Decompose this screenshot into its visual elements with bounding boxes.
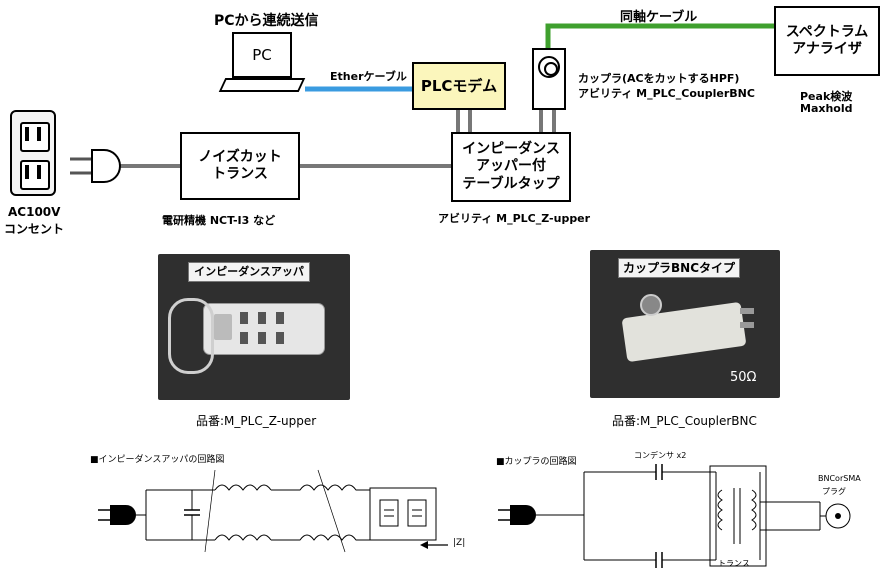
circuit-plug-icon-right xyxy=(510,505,536,525)
